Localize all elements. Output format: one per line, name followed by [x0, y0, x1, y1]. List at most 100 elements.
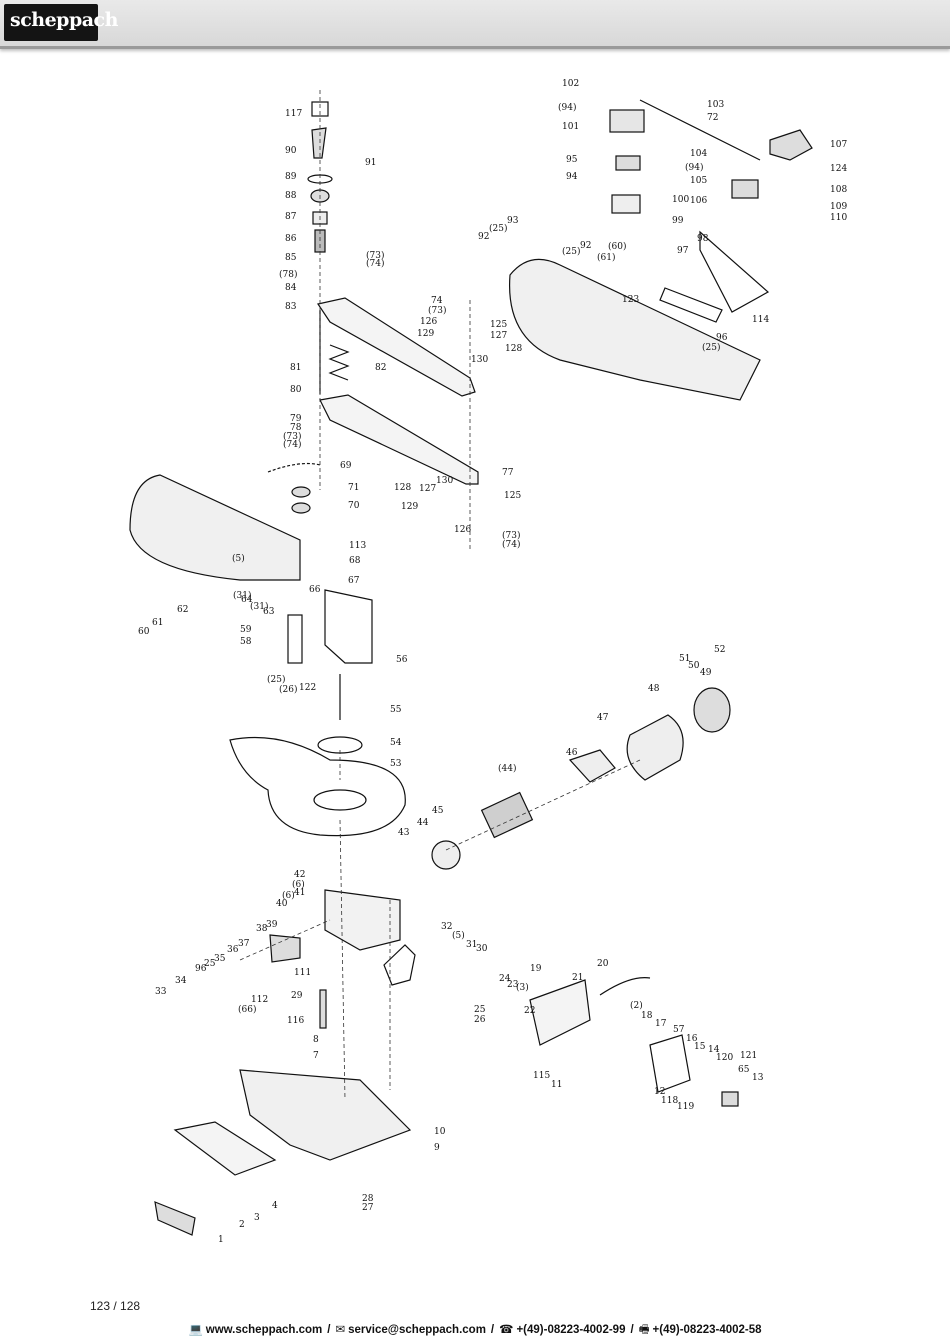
knob-71 [291, 486, 311, 498]
part-label: 77 [502, 468, 514, 478]
part-label: (3) [516, 982, 529, 993]
part-label: 83 [285, 302, 297, 312]
part-label: 2 [239, 1220, 245, 1230]
part-label: (2) [630, 1000, 643, 1011]
part-label: 52 [714, 645, 725, 655]
part-label: (78) [279, 269, 297, 280]
part-label: 127 [419, 484, 436, 494]
part-label: 88 [285, 191, 297, 201]
part-label: 129 [401, 502, 418, 512]
part-label: 44 [417, 818, 429, 828]
part-label: 10 [434, 1127, 446, 1137]
switch-box-19 [529, 979, 591, 1046]
part-label: 119 [677, 1102, 694, 1112]
part-label: 113 [349, 541, 366, 551]
part-label: 31 [466, 940, 477, 950]
part-label: 112 [251, 995, 268, 1005]
part-label: 127 [490, 331, 507, 341]
part-label: 66 [309, 585, 321, 595]
email-link[interactable]: service@scheppach.com [348, 1324, 486, 1336]
part-label: 12 [654, 1087, 665, 1097]
table-53 [229, 736, 406, 837]
part-label: 39 [266, 920, 278, 930]
part-label: 14 [708, 1045, 720, 1055]
switch-13 [721, 1091, 739, 1107]
part-label: 85 [285, 253, 297, 263]
part-label: 4 [272, 1201, 278, 1211]
part-label: 21 [572, 973, 583, 983]
bracket-32 [383, 944, 416, 986]
part-label: 19 [530, 964, 542, 974]
part-label: 29 [291, 991, 303, 1001]
part-label: 70 [348, 501, 360, 511]
part-label: (44) [498, 763, 516, 774]
part-label: 25 [474, 1005, 486, 1015]
part-label: (25) [267, 674, 285, 685]
part-label: 95 [566, 155, 578, 165]
part-label: (25) [702, 342, 720, 353]
part-label: 58 [240, 637, 252, 647]
phone-icon: ☎ [499, 1324, 514, 1336]
switch-housing-101 [609, 109, 645, 133]
part-label: 94 [566, 172, 578, 182]
part-label: 93 [507, 216, 519, 226]
arm-upper [317, 297, 476, 397]
part-label: 35 [214, 954, 226, 964]
housing-left [129, 474, 301, 581]
part-label: (74) [502, 539, 520, 550]
part-label: 62 [177, 605, 188, 615]
part-label: 34 [175, 976, 187, 986]
part-label: 25 [204, 959, 216, 969]
part-drawings [129, 99, 813, 1236]
part-label: (6) [292, 879, 305, 890]
website-link[interactable]: www.scheppach.com [205, 1324, 323, 1336]
part-label: 1 [218, 1235, 224, 1245]
part-label: 111 [294, 968, 311, 978]
part-label: 22 [524, 1006, 535, 1016]
part-label: 97 [677, 246, 689, 256]
part-label: 15 [694, 1042, 706, 1052]
plate-57 [649, 1034, 691, 1093]
part-label: 126 [454, 525, 471, 535]
part-label: (73) [502, 530, 520, 541]
part-label: 71 [348, 483, 359, 493]
part-label: 54 [390, 738, 402, 748]
part-label: 129 [417, 329, 434, 339]
part-label: (66) [238, 1004, 256, 1015]
part-label: 33 [155, 987, 167, 997]
blade-cover-56 [324, 589, 373, 664]
part-label: 106 [690, 196, 707, 206]
part-label: 65 [738, 1065, 750, 1075]
fax-icon: 🖷 [638, 1324, 650, 1336]
part-label: 36 [227, 945, 239, 955]
part-label: 89 [285, 172, 297, 182]
part-label: 47 [597, 713, 609, 723]
part-label: 16 [686, 1034, 698, 1044]
part-label: 17 [655, 1019, 667, 1029]
part-label: 41 [294, 888, 305, 898]
part-label: 79 [290, 414, 302, 424]
air-hose-69 [267, 462, 321, 473]
part-label: (73) [283, 431, 301, 442]
part-label: 72 [707, 113, 718, 123]
cap-107 [769, 129, 813, 161]
part-label: (73) [428, 305, 446, 316]
part-label: 51 [679, 654, 690, 664]
base-10 [239, 1069, 412, 1161]
page-header: scheppach [0, 0, 950, 49]
part-label: 101 [562, 122, 579, 132]
part-label: 117 [285, 109, 302, 119]
part-label: 50 [688, 661, 700, 671]
part-label: 49 [700, 668, 712, 678]
part-label: 87 [285, 212, 297, 222]
part-label: 100 [672, 195, 689, 205]
part-label: (60) [608, 241, 626, 252]
phone-number: +(49)-08223-4002-99 [516, 1324, 626, 1336]
part-label: 7 [313, 1051, 319, 1061]
scheppach-logo: scheppach [4, 4, 118, 41]
part-label: 24 [499, 974, 511, 984]
part-label: 99 [672, 216, 684, 226]
part-label: 61 [152, 618, 163, 628]
flange-43 [431, 840, 461, 870]
table-hole [313, 789, 367, 811]
